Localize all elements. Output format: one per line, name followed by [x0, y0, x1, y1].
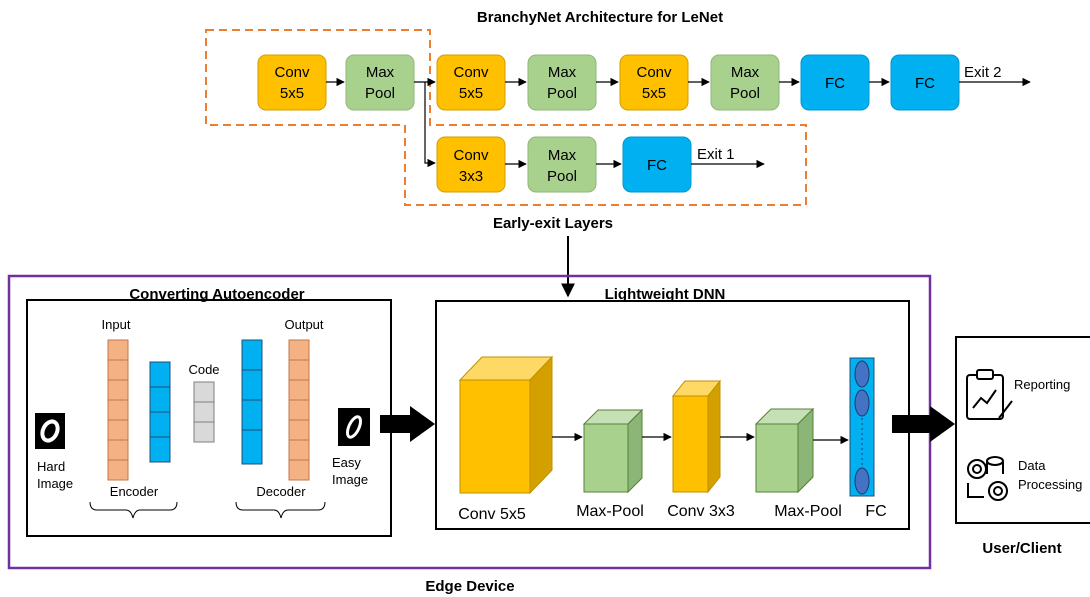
dnn-conv2-label: Conv 3x3	[667, 503, 735, 520]
branch-block-1-line2: 3x3	[459, 168, 483, 185]
main-block-2: Max Pool	[345, 54, 415, 111]
main-block-7-line1: FC	[825, 75, 845, 92]
autoencoder-title: Converting Autoencoder	[129, 286, 304, 303]
main-path-arrows	[326, 77, 1031, 168]
main-block-1-line1: Conv	[274, 64, 310, 81]
hard-image-icon	[35, 413, 65, 449]
branch-block-1: Conv 3x3	[436, 136, 506, 193]
branch-block-2-line2: Pool	[547, 168, 577, 185]
output-label: Output	[284, 317, 323, 332]
input-layer-column	[107, 339, 129, 481]
dnn-pool1-label: Max-Pool	[576, 503, 644, 520]
main-block-4: Max Pool	[527, 54, 597, 111]
edge-device-label: Edge Device	[425, 578, 514, 595]
branch-block-2: Max Pool	[527, 136, 597, 193]
main-block-3-line2: 5x5	[459, 85, 483, 102]
main-block-6: Max Pool	[710, 54, 780, 111]
main-block-3-line1: Conv	[453, 64, 489, 81]
branchynet-title: BranchyNet Architecture for LeNet	[477, 9, 723, 26]
dnn-pool1-cuboid	[582, 408, 644, 494]
decoder-label: Decoder	[256, 484, 306, 499]
main-block-1: Conv 5x5	[257, 54, 327, 111]
input-label: Input	[102, 317, 131, 332]
lightweight-dnn-title: Lightweight DNN	[605, 286, 726, 303]
branch-block-1-line1: Conv	[453, 147, 489, 164]
main-block-6-line2: Pool	[730, 85, 760, 102]
branch-block-3: FC	[622, 136, 692, 193]
dnn-fc-column	[849, 357, 875, 497]
main-block-8: FC	[890, 54, 960, 111]
clipboard-chart-icon	[966, 369, 1013, 420]
user-client-label: User/Client	[982, 540, 1061, 557]
code-label: Code	[188, 362, 219, 377]
gears-database-icon	[967, 456, 1008, 501]
encoder-label: Encoder	[110, 484, 159, 499]
main-block-5: Conv 5x5	[619, 54, 689, 111]
main-block-8-line1: FC	[915, 75, 935, 92]
easy-image-line1: Easy	[332, 455, 361, 470]
decoder-brace	[235, 501, 326, 519]
dnn-conv1-cuboid	[458, 355, 554, 495]
early-exit-dashed-region	[205, 29, 807, 206]
main-block-3: Conv 5x5	[436, 54, 506, 111]
dnn-conv1-label: Conv 5x5	[458, 506, 526, 523]
main-block-5-line1: Conv	[636, 64, 672, 81]
code-column	[193, 381, 215, 443]
easy-image-line2: Image	[332, 472, 368, 487]
autoencoder-to-dnn-arrow	[380, 406, 435, 442]
branch-block-2-line1: Max	[548, 147, 577, 164]
main-block-2-line2: Pool	[365, 85, 395, 102]
main-block-4-line1: Max	[548, 64, 577, 81]
dnn-arrows	[552, 432, 849, 445]
dnn-to-client-arrow	[892, 406, 955, 442]
dnn-pool2-label: Max-Pool	[774, 503, 842, 520]
data-processing-line1: Data	[1018, 458, 1046, 473]
main-block-2-line1: Max	[366, 64, 395, 81]
main-block-5-line2: 5x5	[642, 85, 666, 102]
encoder-hidden-column	[149, 361, 171, 463]
exit-2-label: Exit 2	[964, 64, 1002, 81]
dnn-pool2-cuboid	[754, 407, 815, 494]
output-layer-column	[288, 339, 310, 481]
data-processing-line2: Processing	[1018, 477, 1082, 492]
hard-image-line2: Image	[37, 476, 73, 491]
main-block-4-line2: Pool	[547, 85, 577, 102]
main-block-1-line2: 5x5	[280, 85, 304, 102]
exit-1-label: Exit 1	[697, 146, 735, 163]
decoder-hidden-column	[241, 339, 263, 465]
main-block-6-line1: Max	[731, 64, 760, 81]
dnn-fc-label: FC	[865, 503, 886, 520]
reporting-label: Reporting	[1014, 377, 1070, 392]
main-block-7: FC	[800, 54, 870, 111]
encoder-brace	[89, 501, 178, 519]
easy-image-icon	[338, 408, 370, 446]
hard-image-line1: Hard	[37, 459, 65, 474]
client-box	[955, 336, 1090, 524]
dnn-conv2-cuboid	[671, 379, 722, 494]
branch-block-3-line1: FC	[647, 157, 667, 174]
early-exit-label: Early-exit Layers	[493, 215, 613, 232]
